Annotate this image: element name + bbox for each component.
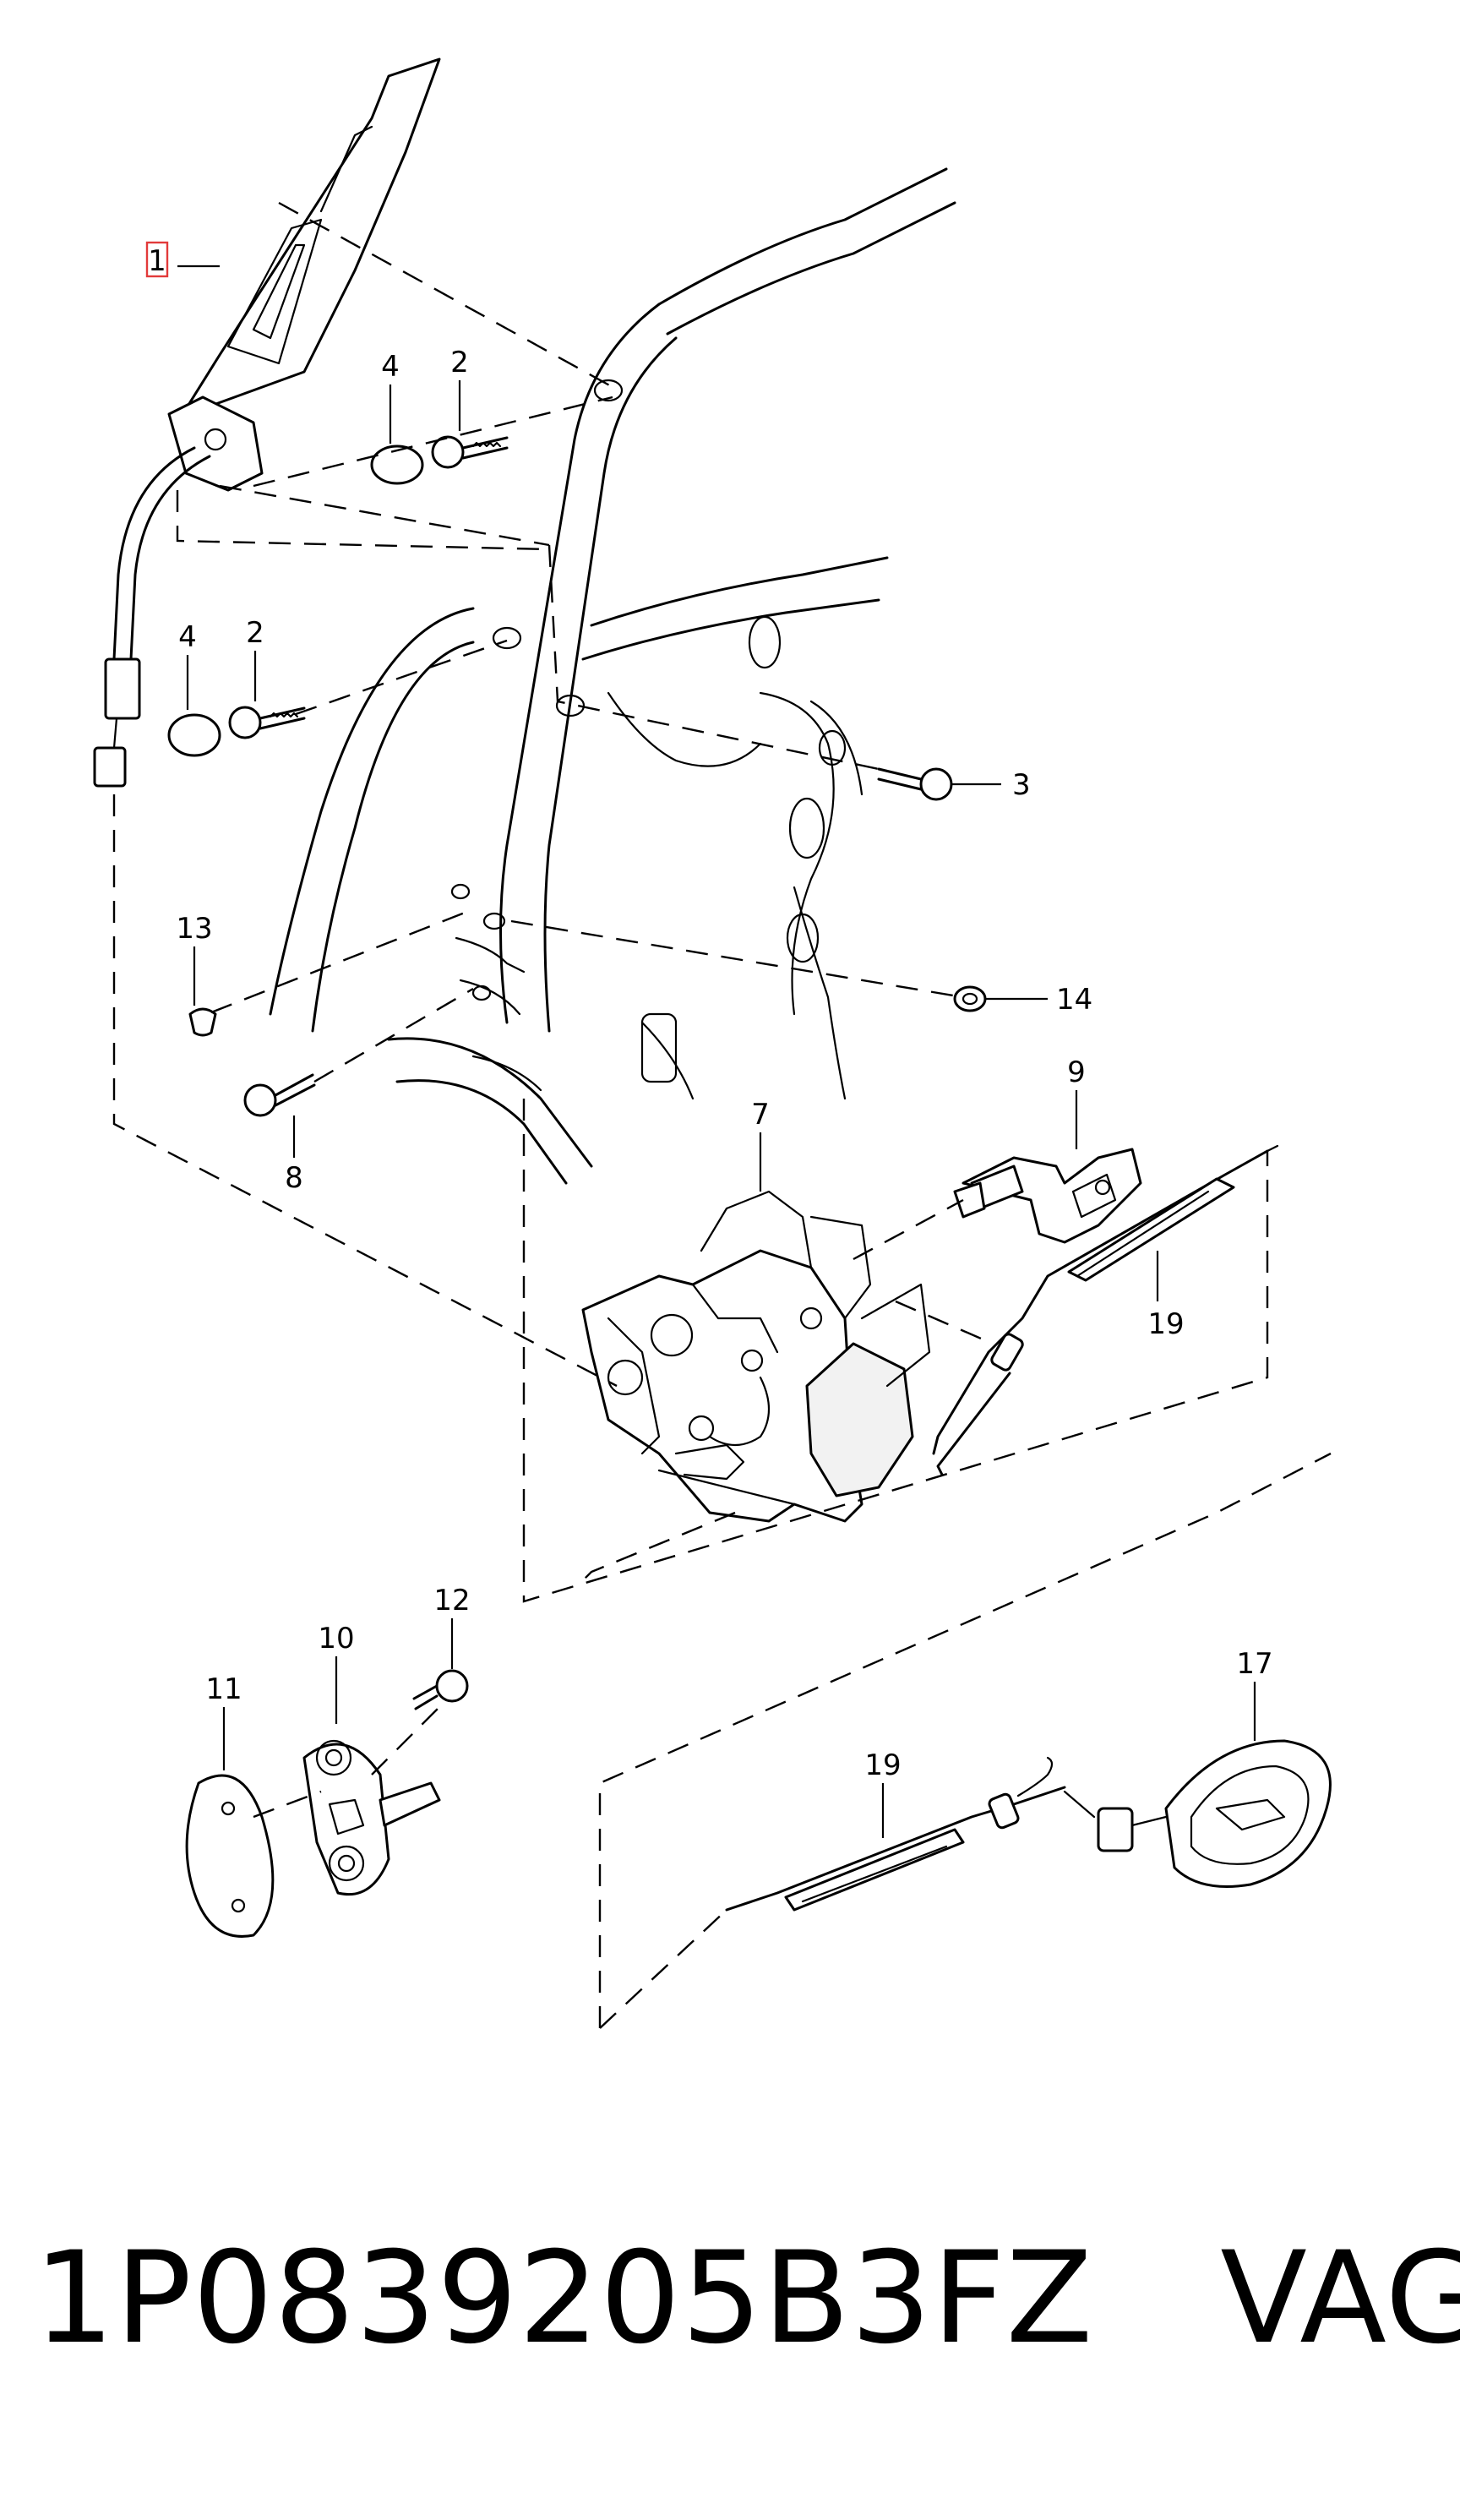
interior-handle-assembly [725,1739,1332,1912]
screw-8-head [243,1083,277,1117]
callout-14: 14 [1056,983,1092,1017]
part-caption: 1P0839205B3FZ VAG [34,2214,1460,2383]
brand-name: VAG [1220,2225,1460,2372]
cap-4-lower [167,713,221,757]
cap-13 [188,1007,217,1037]
highlight-box-1 [145,241,169,278]
callout-19-upper: 19 [1147,1307,1184,1341]
nut-14 [953,985,987,1012]
screw-3-head [919,767,953,801]
callout-13: 13 [176,912,212,946]
callout-19-lower: 19 [864,1748,901,1782]
screw-2-upper-head [431,435,465,469]
door-handle-bracket [93,57,441,788]
leader-lines [177,265,1256,1838]
callout-2-upper: 2 [450,346,469,379]
actuator-bracket [953,1148,1142,1244]
cable-19-upper [932,1144,1279,1476]
callout-10: 10 [318,1622,354,1655]
callout-11: 11 [205,1672,242,1706]
door-frame [269,167,956,1185]
callout-4-lower: 4 [178,620,197,654]
fasteners [167,435,987,1710]
assembly-reference-lines [112,201,1332,2029]
callout-4-upper: 4 [381,350,400,384]
callout-2-lower: 2 [246,616,264,650]
callout-8: 8 [285,1161,303,1195]
callout-9: 9 [1067,1055,1086,1089]
callout-3: 3 [1012,768,1031,802]
callout-1: 1 [148,244,166,278]
door-lock-mechanism [581,1190,931,1523]
cap-4-upper [370,445,424,485]
gasket-11 [185,1774,275,1938]
callout-7: 7 [751,1098,770,1132]
part-number: 1P0839205B3FZ [34,2225,1094,2372]
callout-17: 17 [1236,1647,1272,1681]
screw-2-lower-head [228,706,262,739]
callout-12: 12 [433,1584,470,1617]
callout-labels: 1 2 4 2 4 3 13 14 8 7 9 19 10 11 12 17 1… [145,241,1273,1782]
screw-12-head [435,1669,469,1703]
striker-plate [185,1739,441,1938]
